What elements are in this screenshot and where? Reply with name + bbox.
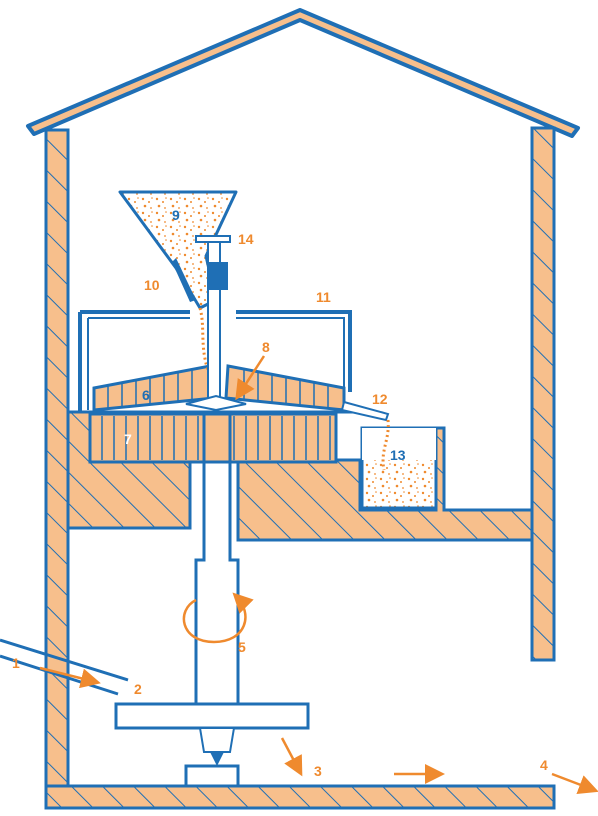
label-7: 7 — [124, 431, 132, 447]
right-wall — [532, 128, 554, 660]
label-9: 9 — [172, 207, 180, 223]
label-11: 11 — [316, 289, 331, 305]
label-5: 5 — [238, 639, 246, 655]
label-13: 13 — [390, 447, 406, 463]
shaft-block — [208, 262, 228, 290]
roof — [28, 10, 578, 136]
label-1: 1 — [12, 655, 20, 671]
left-wall — [46, 130, 68, 806]
label-12: 12 — [372, 391, 388, 407]
label-6: 6 — [142, 387, 150, 403]
ground-floor — [46, 786, 554, 808]
label-4: 4 — [540, 757, 548, 773]
water-exit-arrow — [552, 774, 594, 790]
wheel-pivot — [200, 728, 234, 752]
label-10: 10 — [144, 277, 160, 293]
label-2: 2 — [134, 681, 142, 697]
rotation-arrow — [184, 596, 246, 642]
wheel-bearing — [186, 766, 238, 786]
label-8: 8 — [262, 339, 270, 355]
label-14: 14 — [238, 231, 254, 247]
water-out-arrow — [282, 738, 300, 772]
label-3: 3 — [314, 763, 322, 779]
water-wheel — [116, 704, 308, 728]
